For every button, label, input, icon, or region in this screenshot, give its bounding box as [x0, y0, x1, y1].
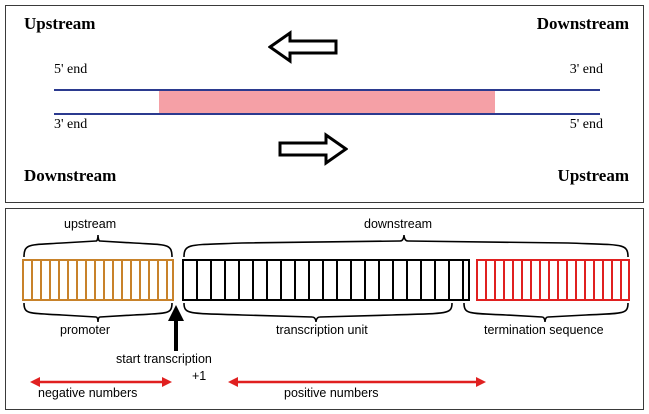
label-plus-one: +1	[192, 369, 207, 383]
promoter-rail-top	[22, 259, 174, 261]
positive-numbers-arrow-icon	[228, 375, 486, 393]
unit-rail-top	[182, 259, 470, 261]
label-3prime-end-bottom: 3' end	[54, 117, 88, 132]
label-downstream-bottom-left: Downstream	[24, 166, 117, 185]
term-rail-top	[476, 259, 630, 261]
label-transcription-unit: transcription unit	[276, 323, 368, 337]
label-positive-numbers: positive numbers	[284, 386, 379, 400]
promoter-rail-bottom	[22, 299, 174, 301]
dna-right-flank	[495, 91, 600, 113]
label-negative-numbers: negative numbers	[38, 386, 138, 400]
segment-promoter	[22, 259, 174, 301]
dna-strand-bottom	[54, 113, 600, 115]
label-upstream-bottom-right: Upstream	[557, 166, 629, 185]
brace-upstream-top	[22, 233, 174, 262]
left-arrow-icon	[267, 30, 338, 69]
brace-downstream-top	[182, 233, 630, 262]
dna-left-flank	[54, 91, 159, 113]
label-5prime-end-top: 5' end	[54, 62, 88, 77]
label-start-transcription: start transcription	[116, 352, 212, 366]
label-downstream: downstream	[364, 217, 433, 231]
segment-transcription-unit	[182, 259, 470, 301]
segment-termination-sequence	[476, 259, 630, 301]
negative-numbers-arrow-icon	[30, 375, 172, 393]
dna-strand-top	[54, 89, 600, 91]
panel-transcription-unit: upstream downstream	[5, 208, 644, 410]
term-rail-bottom	[476, 299, 630, 301]
start-transcription-arrow-icon	[166, 305, 186, 356]
brace-termination-bottom	[462, 302, 630, 328]
label-upstream-top-left: Upstream	[24, 14, 96, 33]
gene-ladder	[22, 259, 630, 301]
panel-dna-orientation: Upstream Downstream Downstream Upstream …	[5, 5, 644, 203]
label-3prime-end-top: 3' end	[569, 62, 603, 77]
label-upstream: upstream	[64, 217, 117, 231]
right-arrow-icon	[278, 132, 349, 171]
brace-promoter-bottom	[22, 302, 174, 328]
unit-rail-bottom	[182, 299, 470, 301]
dna-gene-region	[159, 91, 495, 113]
label-termination-sequence: termination sequence	[484, 323, 604, 337]
dna-double-strand	[54, 89, 600, 115]
label-promoter: promoter	[60, 323, 111, 337]
brace-transcription-unit-bottom	[182, 302, 454, 328]
label-downstream-top-right: Downstream	[536, 14, 629, 33]
label-5prime-end-bottom: 5' end	[569, 117, 603, 132]
